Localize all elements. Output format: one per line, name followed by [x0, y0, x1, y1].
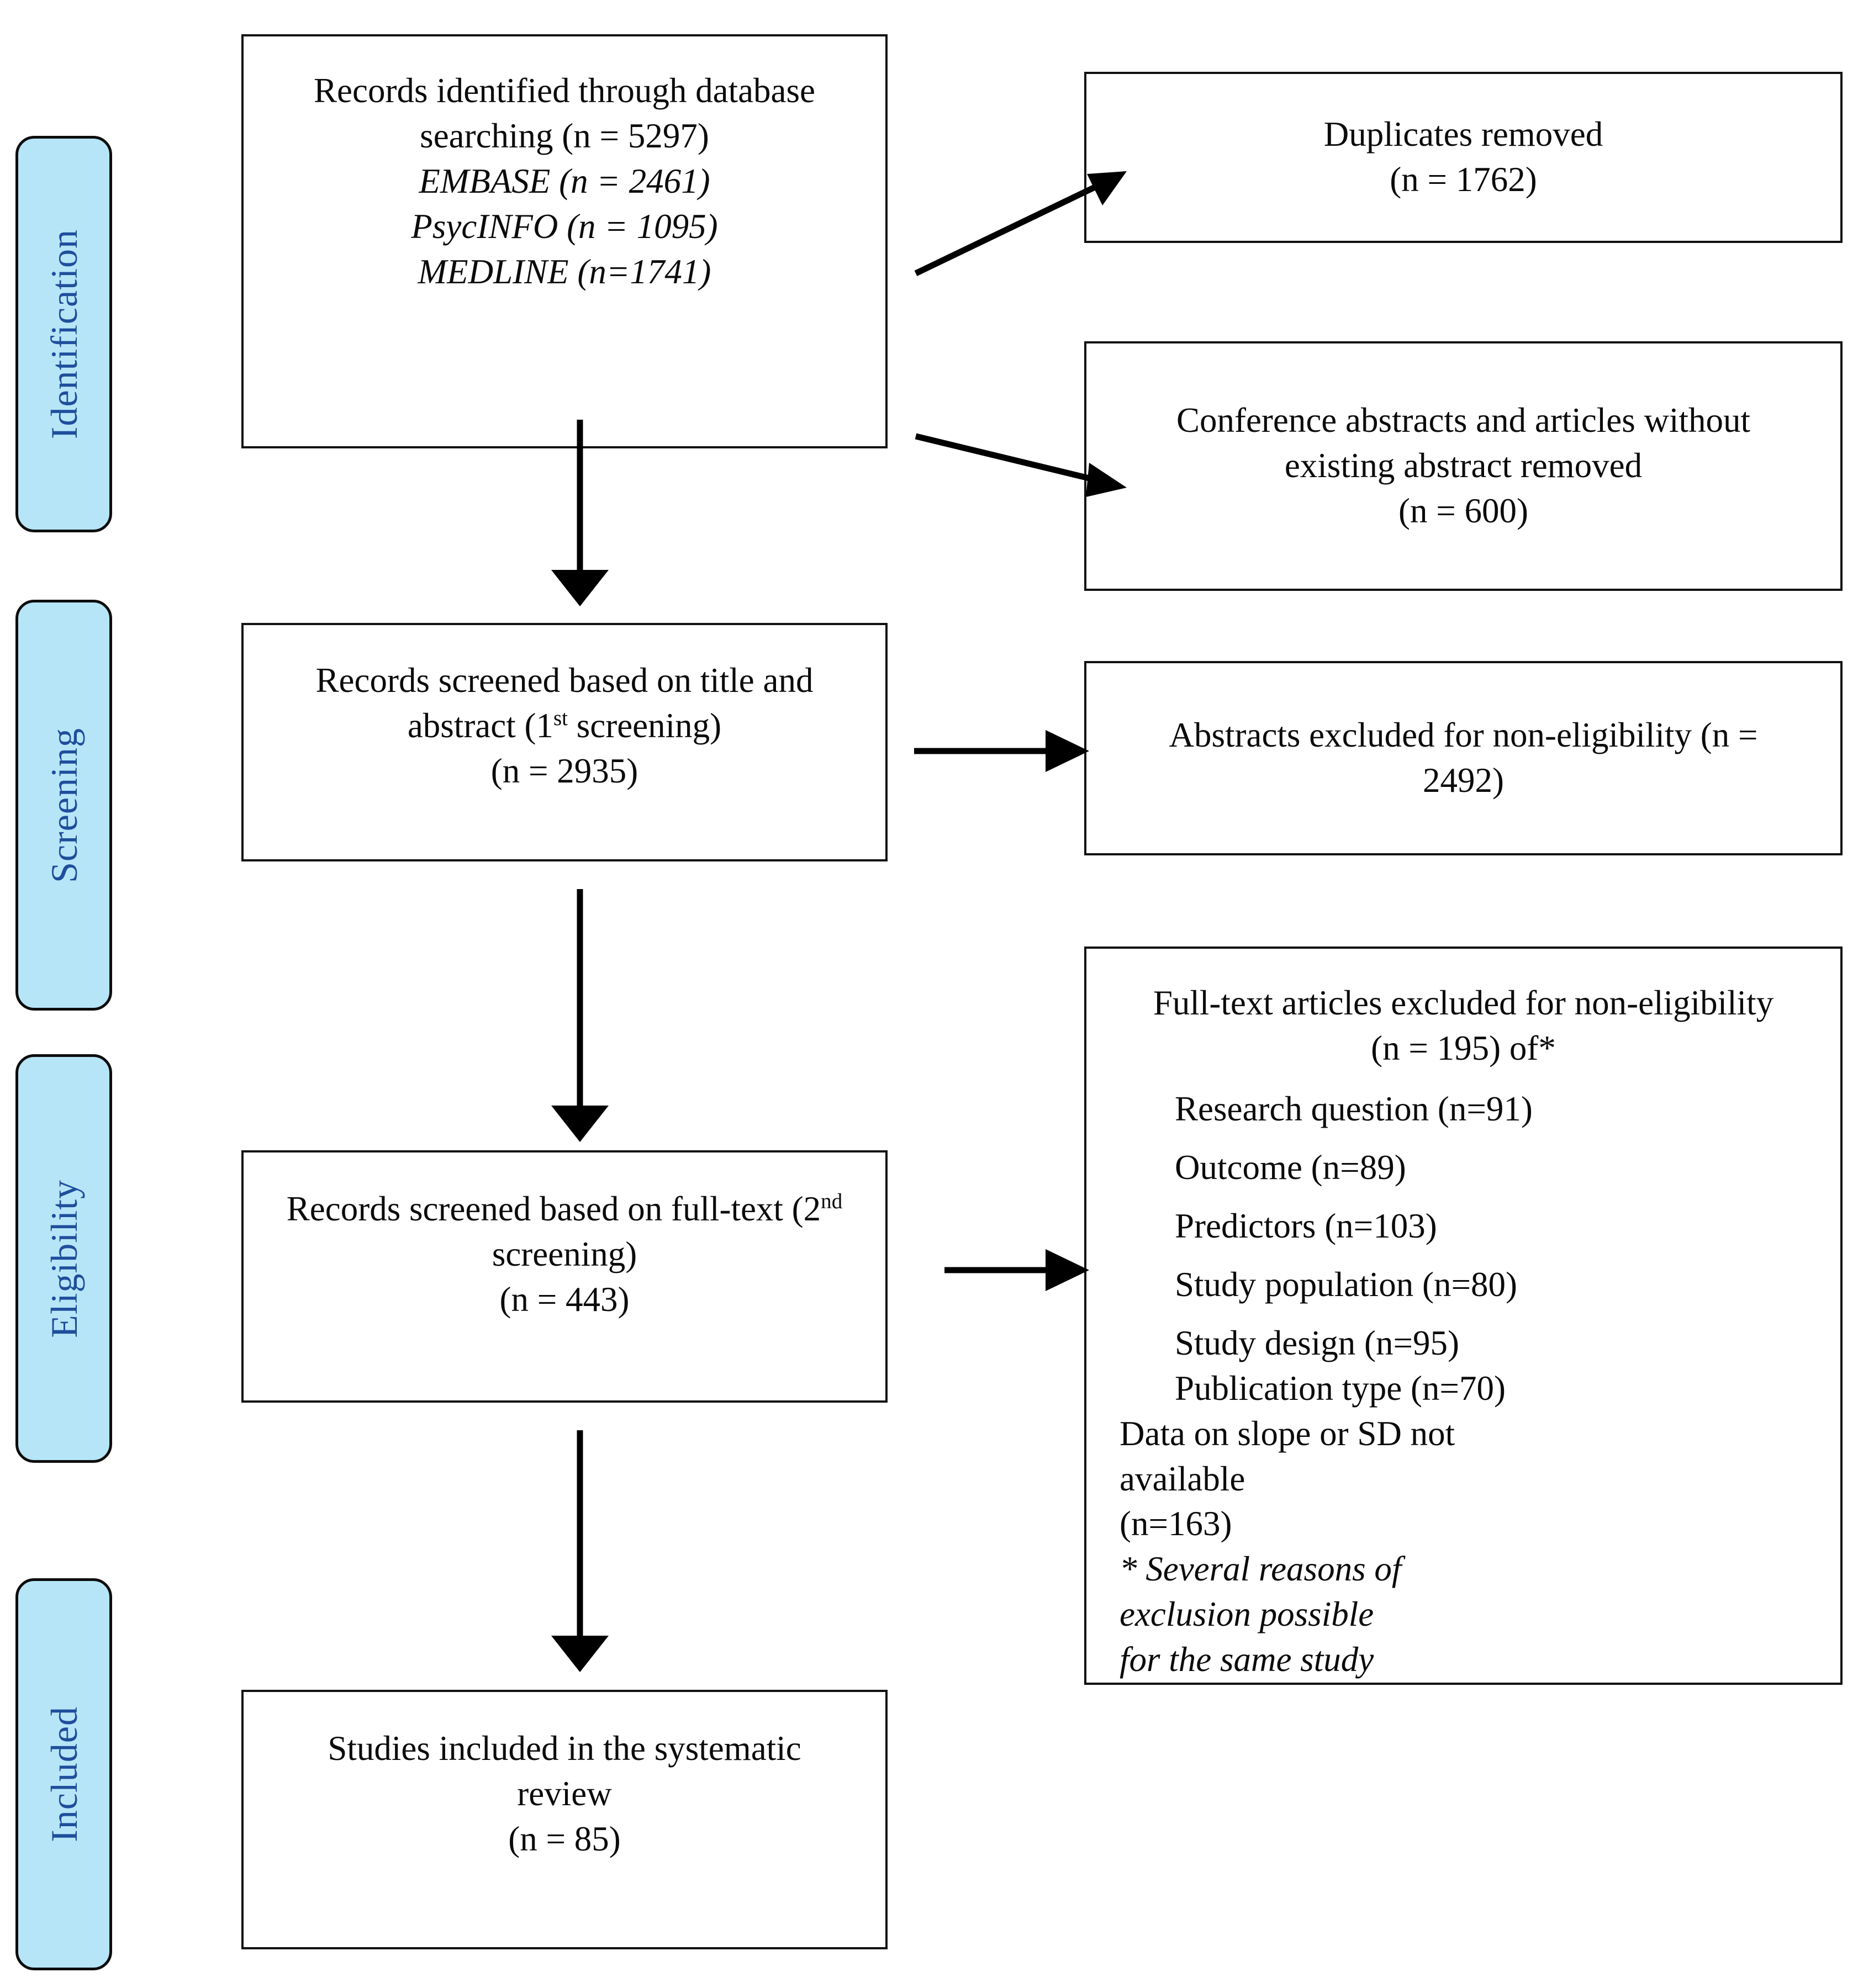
screened-title-abstract-line1: Records screened based on title and: [315, 661, 814, 700]
stage-tab-eligibility: Eligibility: [15, 1054, 112, 1463]
reason-item-predictors: Predictors (n=103): [1175, 1207, 1437, 1246]
conference-removed-line2: existing abstract removed: [1284, 446, 1643, 485]
box-fulltext-excluded-reasons: Full-text articles excluded for non-elig…: [1084, 947, 1843, 1685]
fulltext-excluded-heading-line1: Full-text articles excluded for non-elig…: [1153, 984, 1774, 1022]
reason-item-outcome: Outcome (n=89): [1175, 1148, 1406, 1187]
screened-fulltext-line1-pre: Records screened based on full-text (2: [286, 1189, 821, 1228]
reason-extra-line1: Data on slope or SD not: [1120, 1414, 1455, 1453]
stage-tab-identification-label: Identification: [43, 229, 85, 440]
records-identified-line2: searching (n = 5297): [420, 116, 709, 155]
reason-item-publication-type: Publication type (n=70): [1175, 1368, 1506, 1408]
stage-tab-screening-label: Screening: [43, 727, 85, 883]
fulltext-excluded-footnote-line2: exclusion possible: [1120, 1595, 1374, 1634]
screened-title-abstract-line2: abstract (1st screening): [244, 704, 885, 749]
screened-fulltext-line2: screening): [492, 1234, 637, 1273]
stage-tab-included: Included: [15, 1578, 112, 1970]
reason-item-research-question: Research question (n=91): [1175, 1090, 1533, 1129]
box-studies-included: Studies included in the systematic revie…: [241, 1690, 888, 1949]
ordinal-superscript-1st: st: [553, 706, 568, 730]
reason-extra-count: (n=163): [1120, 1504, 1232, 1543]
screened-title-abstract-count: (n = 2935): [490, 751, 638, 790]
duplicates-removed-line1: Duplicates removed: [1323, 115, 1603, 154]
screened-title-abstract-line2-pre: abstract (1: [407, 706, 553, 745]
studies-included-line2: review: [517, 1774, 612, 1813]
screened-fulltext-line1: Records screened based on full-text (2nd: [244, 1187, 885, 1232]
screened-fulltext-count: (n = 443): [499, 1279, 630, 1319]
records-identified-line1: Records identified through database: [314, 71, 815, 110]
box-records-screened-title-abstract: Records screened based on title and abst…: [241, 623, 888, 861]
stage-tab-included-label: Included: [43, 1706, 85, 1842]
records-identified-embase: EMBASE (n = 2461): [419, 161, 710, 200]
records-identified-psycinfo: PsycINFO (n = 1095): [411, 207, 718, 246]
box-duplicates-removed: Duplicates removed (n = 1762): [1084, 72, 1843, 243]
records-identified-medline: MEDLINE (n=1741): [418, 252, 711, 291]
fulltext-excluded-heading-line2: (n = 195) of*: [1371, 1028, 1556, 1067]
studies-included-count: (n = 85): [508, 1819, 621, 1858]
box-abstracts-excluded: Abstracts excluded for non-eligibility (…: [1084, 661, 1843, 855]
stage-tab-eligibility-label: Eligibility: [43, 1179, 85, 1338]
stage-tab-screening: Screening: [15, 600, 112, 1011]
fulltext-excluded-footnote-line1: * Several reasons of: [1120, 1550, 1402, 1589]
spacer: [1086, 1071, 1840, 1087]
reason-item-study-design: Study design (n=95): [1175, 1323, 1460, 1362]
arrow-screened-to-abstracts-excluded: [914, 730, 1089, 772]
stage-tab-identification: Identification: [15, 136, 112, 532]
abstracts-excluded-line1: Abstracts excluded for non-eligibility (…: [1169, 716, 1758, 755]
ordinal-superscript-2nd: nd: [821, 1189, 843, 1213]
duplicates-removed-count: (n = 1762): [1390, 160, 1537, 199]
arrow-screened-to-fulltext: [551, 889, 609, 1142]
conference-removed-count: (n = 600): [1398, 491, 1528, 530]
conference-removed-line1: Conference abstracts and articles withou…: [1176, 401, 1751, 440]
box-conference-abstracts-removed: Conference abstracts and articles withou…: [1084, 341, 1843, 591]
fulltext-excluded-footnote-line3: for the same study: [1120, 1640, 1374, 1679]
arrow-fulltext-to-excluded: [944, 1249, 1089, 1291]
abstracts-excluded-count: 2492): [1423, 761, 1504, 800]
box-records-identified: Records identified through database sear…: [241, 34, 888, 448]
reason-item-study-population: Study population (n=80): [1175, 1265, 1518, 1304]
reason-extra-line2: available: [1120, 1459, 1245, 1498]
arrow-fulltext-to-included: [551, 1430, 609, 1672]
box-records-screened-fulltext: Records screened based on full-text (2nd…: [241, 1150, 888, 1403]
screened-title-abstract-line2-post: screening): [568, 706, 722, 745]
studies-included-line1: Studies included in the systematic: [328, 1729, 801, 1768]
